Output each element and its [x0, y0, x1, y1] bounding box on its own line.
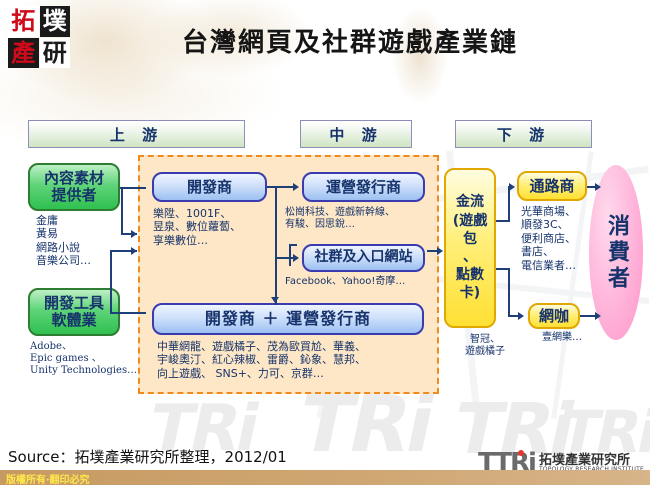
node-consumer[interactable]: 消費者	[589, 165, 643, 340]
tri-brand-name-cn: 拓墣產業研究所	[538, 452, 630, 468]
connector-content-to-panel-h2	[121, 233, 137, 235]
copyright-bar: 版權所有‧翻印必究	[0, 470, 650, 485]
connector-cafe-to-consumer	[580, 315, 597, 317]
node-social-portal-examples: Facebook、Yahoo!奇摩…	[285, 276, 406, 287]
arrow-panel-to-payment	[437, 247, 443, 255]
copyright-text: 版權所有‧翻印必究	[6, 475, 90, 485]
page-title: 台灣網頁及社群遊戲產業鏈	[181, 28, 518, 58]
arrow-dev-to-social	[293, 254, 299, 262]
connector-dev-trunk-v	[275, 187, 277, 305]
connector-tools-to-panel-v	[110, 252, 112, 314]
node-publisher-examples: 松崗科技、遊戲新幹線、 有駿、因思銳…	[285, 207, 395, 231]
node-social-portal[interactable]: 社群及入口網站	[302, 244, 425, 272]
connector-payment-to-channel-v	[508, 186, 510, 222]
node-content-provider[interactable]: 內容素材 提供者	[28, 163, 120, 211]
node-publisher[interactable]: 運營發行商	[302, 172, 425, 202]
connector-content-to-panel-v	[121, 187, 123, 235]
connector-channel-to-consumer	[587, 186, 597, 188]
arrow-payment-to-cybercafe	[518, 312, 524, 320]
logo-char-1: 拓	[8, 6, 39, 37]
arrow-cybercafe-to-consumer	[595, 312, 601, 320]
arrow-trunk-to-combined	[271, 297, 279, 303]
node-developer-examples: 樂陞、1001F、 昱泉、數位蘿蔔、 享樂數位…	[153, 207, 241, 247]
connector-pub-to-social-v	[289, 244, 291, 266]
logo-char-3: 產	[8, 37, 39, 68]
node-channel[interactable]: 通路商	[517, 171, 587, 201]
arrow-content-to-developer	[131, 230, 137, 238]
connector-pub-to-social-h	[289, 244, 297, 246]
stage-header-midstream: 中 游	[300, 120, 412, 148]
node-consumer-label: 消費者	[604, 213, 629, 292]
node-content-provider-examples: 金庸 黃易 網路小說 音樂公司…	[36, 214, 91, 268]
logo-char-2: 墣	[39, 6, 70, 37]
node-dev-tools-examples: Adobe、 Epic games 、 Unity Technologies…	[30, 341, 138, 377]
node-dev-tools[interactable]: 開發工具 軟體業	[28, 288, 120, 336]
arrow-payment-to-channel	[509, 183, 515, 191]
node-payment-examples: 智冠、 遊戲橘子	[465, 334, 505, 358]
connector-dev-to-social-h	[275, 257, 295, 259]
connector-dev-to-pub	[267, 186, 295, 188]
connector-payment-to-cafe-v	[508, 268, 510, 317]
tri-brand-name-en: TOPOLOGY RESEARCH INSTITUTE	[538, 465, 644, 473]
connector-tools-to-panel-h3	[110, 312, 146, 314]
stage-header-upstream: 上 游	[28, 120, 245, 148]
connector-panel-to-payment	[427, 250, 439, 252]
tri-brand-dot	[517, 450, 524, 456]
arrow-tools-to-developer	[131, 247, 137, 255]
stage-header-downstream: 下 游	[455, 120, 592, 148]
connector-payment-to-cafe-h1	[496, 268, 510, 270]
node-cybercafe-examples: 壹網樂…	[542, 332, 582, 343]
connector-tools-to-panel-h4	[110, 250, 137, 252]
arrow-channel-to-consumer	[595, 183, 601, 191]
source-note: Source：拓墣產業研究所整理，2012/01	[8, 448, 287, 466]
arrow-dev-to-publisher	[293, 183, 299, 191]
node-payment[interactable]: 金流 (遊戲包 、 點數卡)	[444, 168, 496, 328]
tri-logo: 拓 墣 產 研	[8, 6, 70, 68]
connector-content-to-panel-h1	[120, 187, 146, 189]
connector-payment-to-channel-h1	[496, 220, 510, 222]
node-cybercafe[interactable]: 網咖	[528, 303, 580, 329]
logo-char-4: 研	[39, 37, 70, 68]
node-developer[interactable]: 開發商	[152, 172, 267, 202]
node-developer-plus-publisher-examples: 中華網龍、遊戲橘子、茂為歐買尬、華義、 宇峻奧汀、紅心辣椒、雷爵、鈊象、慧邦、 …	[157, 340, 366, 380]
connector-payment-to-cafe-h2	[508, 315, 520, 317]
node-developer-plus-publisher[interactable]: 開發商 ＋ 運營發行商	[152, 303, 424, 335]
node-channel-examples: 光華商場、 順發3C、 便利商店、 書店、 電信業者…	[521, 205, 576, 272]
